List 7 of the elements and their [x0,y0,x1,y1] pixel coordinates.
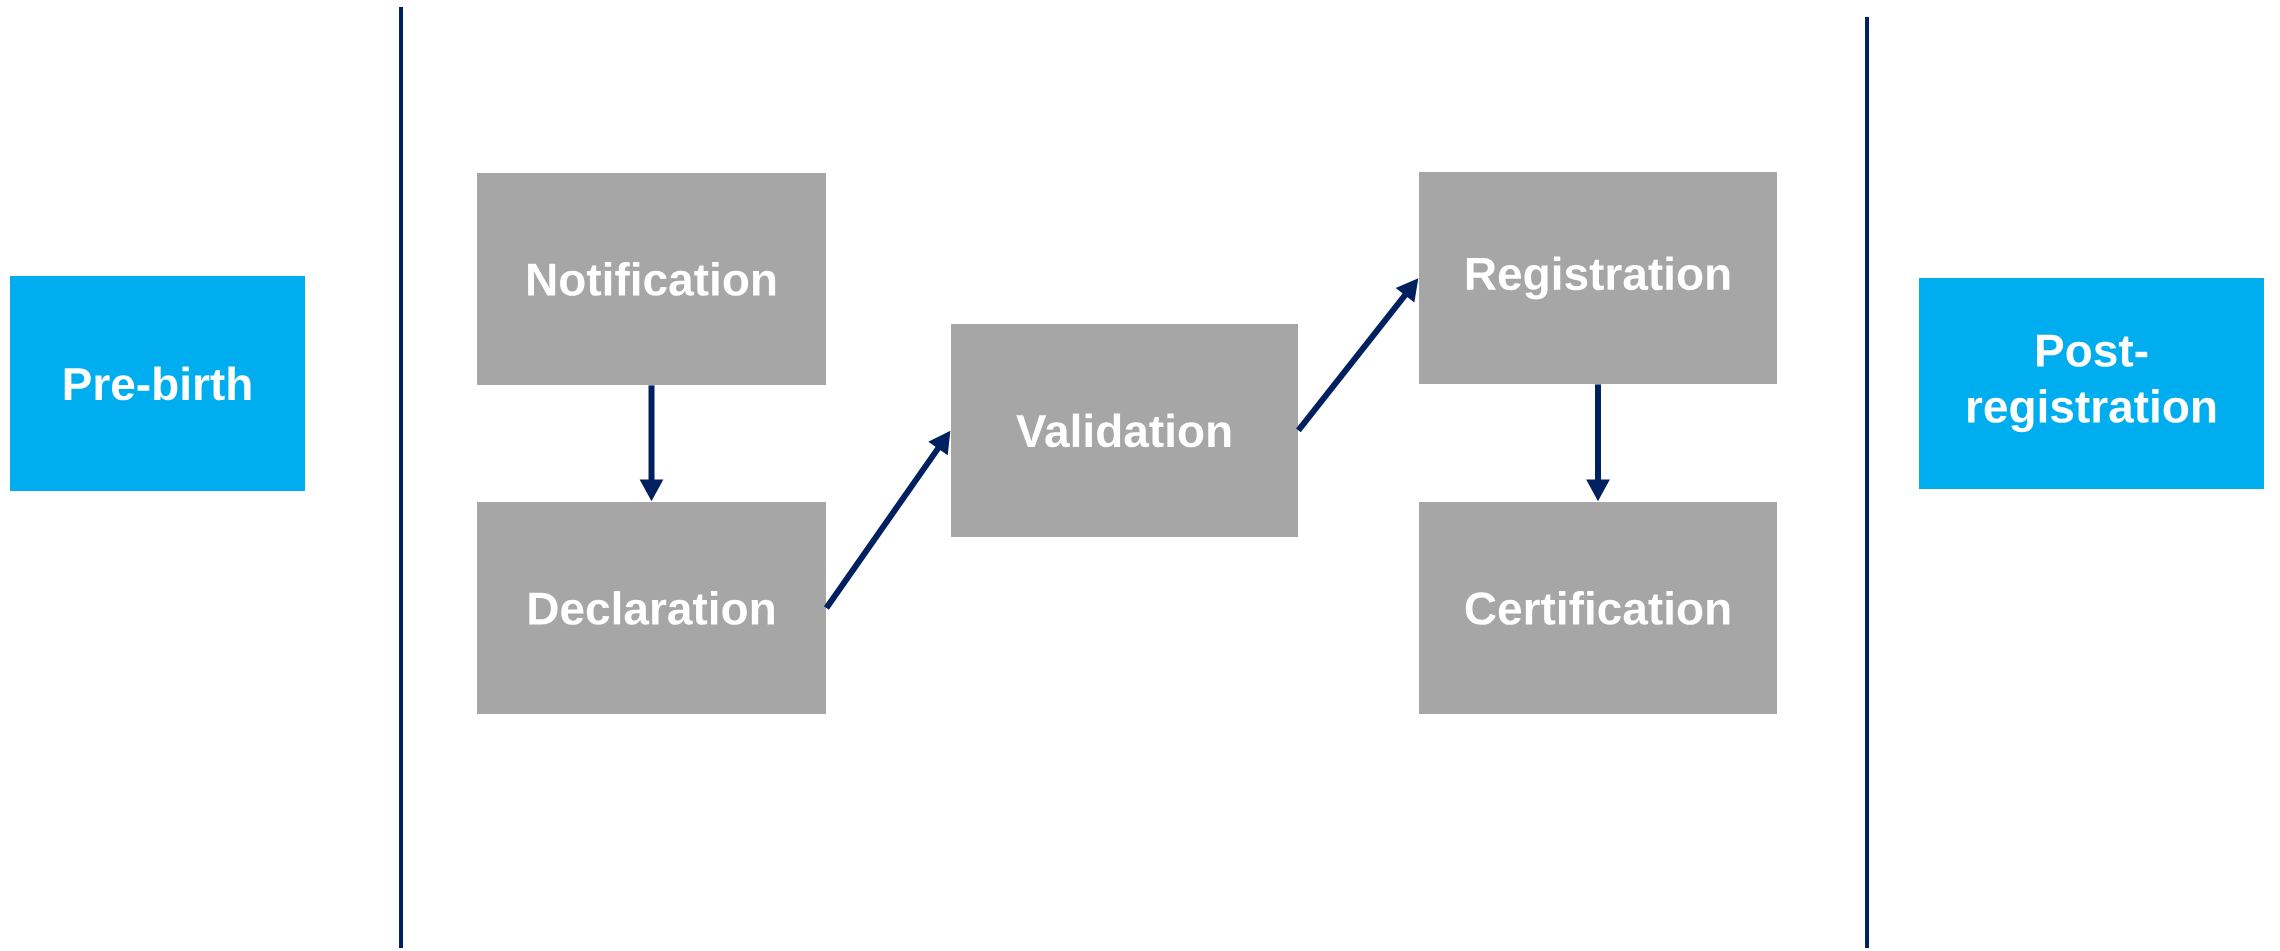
phase-box: Pre-birth [10,276,305,491]
process-box: Certification [1419,502,1777,714]
process-box: Notification [477,173,826,385]
process-box: Registration [1419,172,1777,384]
phase-box: Post-registration [1919,278,2264,489]
process-box: Validation [951,324,1298,537]
process-box: Declaration [477,502,826,714]
